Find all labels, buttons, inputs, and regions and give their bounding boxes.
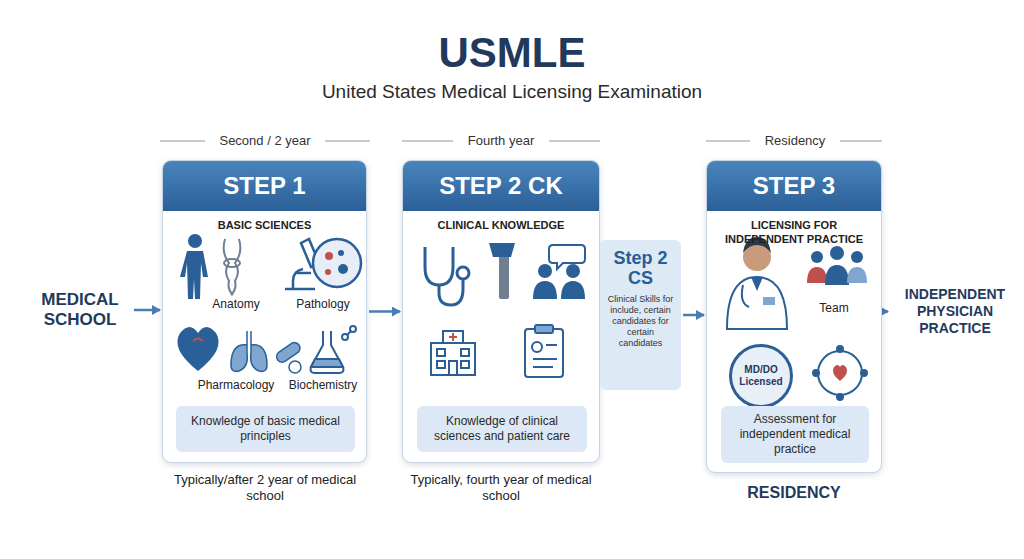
flow-arrow <box>683 314 704 317</box>
subject-label-text: Pharmacology <box>198 378 275 392</box>
diagram-title: USMLE <box>362 30 662 76</box>
header-band: STEP 3 <box>707 161 881 211</box>
step-heading: STEP 2 CK <box>403 161 599 211</box>
step-card: STEP 3 LICENSING FOR INDEPENDENT PRACTICE… <box>706 160 882 473</box>
phase-label-text: Second / 2 year <box>219 133 310 148</box>
box-text: Knowledge of basic medical principles <box>184 414 347 444</box>
summary-box: Knowledge of clinical sciences and patie… <box>417 406 587 452</box>
phase-footer-text: RESIDENCY <box>747 484 840 501</box>
start-label: MEDICAL SCHOOL <box>28 290 132 330</box>
end-label: INDEPENDENT PHYSICIAN PRACTICE <box>890 286 1020 337</box>
title-text: USMLE <box>439 29 586 76</box>
step-heading: STEP 1 <box>163 161 366 211</box>
phase-footer: RESIDENCY <box>714 483 874 503</box>
step-heading: STEP 3 <box>707 161 881 211</box>
subtitle-text: United States Medical Licensing Examinat… <box>322 81 702 102</box>
phase-label-text: Residency <box>765 133 826 148</box>
panel-text: Clinical Skills for include, certain can… <box>605 294 676 349</box>
flow-arrow <box>134 309 160 312</box>
icon-label-text: Team <box>819 301 848 315</box>
icon-label: Team <box>809 301 859 316</box>
subject-label: Pharmacology <box>190 378 282 393</box>
subject-label-text: Biochemistry <box>289 378 358 392</box>
section-text: BASIC SCIENCES <box>218 219 312 231</box>
box-text: MD/DO Licensed <box>736 364 786 388</box>
subject-label-text: Pathology <box>296 297 349 311</box>
step-card: STEP 2 CK CLINICAL KNOWLEDGE Knowledge of… <box>402 160 600 463</box>
subject-label-text: Anatomy <box>212 297 259 311</box>
subject-label: Anatomy <box>201 297 271 312</box>
subject-label: Pathology <box>285 297 361 312</box>
section-heading: CLINICAL KNOWLEDGE <box>409 218 593 232</box>
subtitle: United States Medical Licensing Examinat… <box>202 80 822 104</box>
license-badge: MD/DO Licensed <box>729 344 793 408</box>
section-text: LICENSING FOR INDEPENDENT PRACTICE <box>725 219 863 245</box>
phase-label: Residency <box>752 133 838 149</box>
summary-box: Knowledge of basic medical principles <box>176 406 355 452</box>
timing-note-text: Typically/after 2 year of medical school <box>174 472 356 503</box>
section-heading: BASIC SCIENCES <box>169 218 360 232</box>
step-card: STEP 1 BASIC SCIENCES Knowledge of basic … <box>162 160 367 463</box>
box-text: MEDICAL SCHOOL <box>41 290 118 329</box>
summary-box: Assessment for independent medical pract… <box>721 406 869 463</box>
header-band: STEP 1 <box>163 161 366 211</box>
panel-heading: Step 2 CS <box>605 248 676 288</box>
timing-note: Typically, fourth year of medical school <box>401 472 601 504</box>
phase-label: Second / 2 year <box>210 133 320 149</box>
side-panel: Step 2 CS Clinical Skills for include, ce… <box>600 240 681 390</box>
box-text: INDEPENDENT PHYSICIAN PRACTICE <box>905 286 1005 336</box>
phase-label: Fourth year <box>456 133 546 149</box>
header-band: STEP 2 CK <box>403 161 599 211</box>
flow-arrow <box>369 310 400 313</box>
box-text: Assessment for independent medical pract… <box>729 412 861 457</box>
flow-arrow <box>884 310 888 313</box>
timing-note-text: Typically, fourth year of medical school <box>410 472 591 503</box>
phase-label-text: Fourth year <box>468 133 534 148</box>
section-heading: LICENSING FOR INDEPENDENT PRACTICE <box>713 218 875 246</box>
timing-note: Typically/after 2 year of medical school <box>165 472 365 504</box>
section-text: CLINICAL KNOWLEDGE <box>438 219 565 231</box>
subject-label: Biochemistry <box>280 378 366 393</box>
box-text: Knowledge of clinical sciences and patie… <box>425 414 579 444</box>
